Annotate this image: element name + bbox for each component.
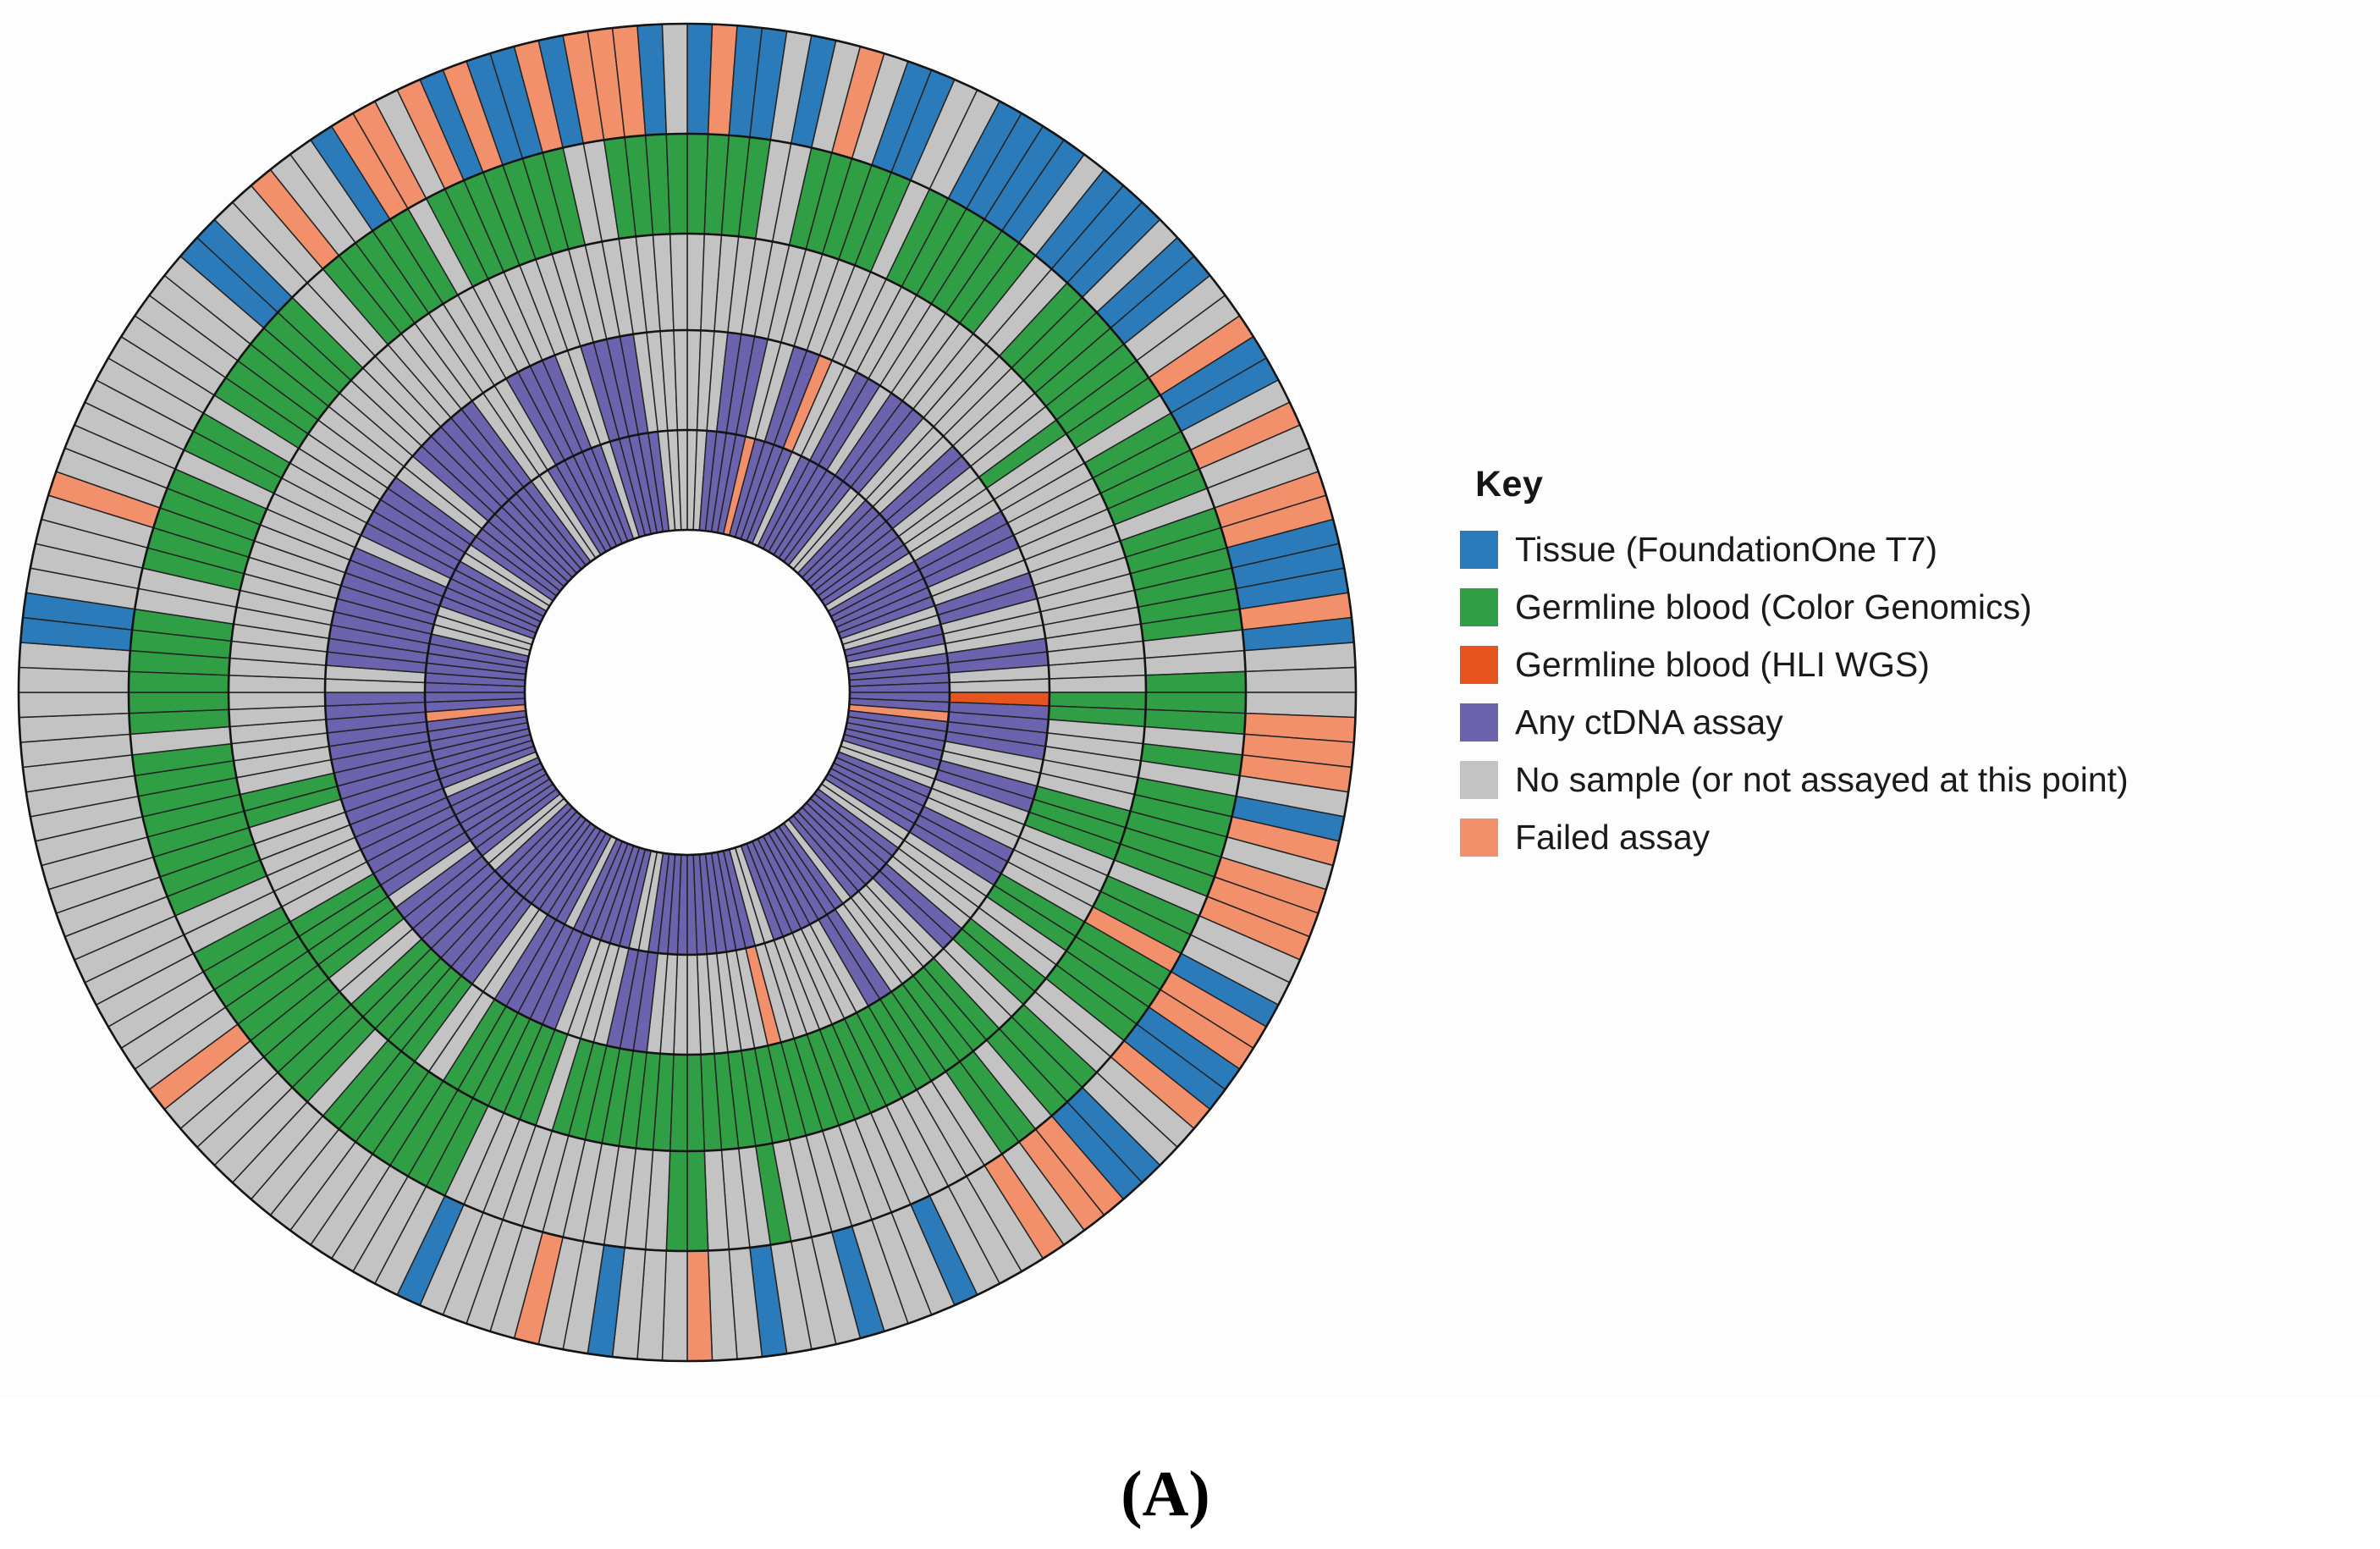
ring-boundary — [227, 232, 1148, 1153]
legend-item: Germline blood (Color Genomics) — [1460, 587, 2129, 626]
no-sample-swatch-icon — [1460, 761, 1498, 799]
legend-item: Tissue (FoundationOne T7) — [1460, 530, 2129, 569]
ring-boundary — [323, 328, 1051, 1056]
ring-boundary — [17, 22, 1358, 1363]
legend-item: Germline blood (HLI WGS) — [1460, 645, 2129, 684]
ring-segment — [1244, 666, 1357, 693]
failed-assay-swatch-icon — [1460, 819, 1498, 857]
legend-item-label: Germline blood (Color Genomics) — [1515, 587, 2032, 626]
ring-segment — [128, 692, 230, 714]
legend-item: Failed assay — [1460, 818, 2129, 857]
legend-item: No sample (or not assayed at this point) — [1460, 760, 2129, 799]
ring-segment — [1144, 670, 1247, 693]
ring-segment — [18, 692, 130, 719]
legend-item-label: Any ctDNA assay — [1515, 703, 1783, 741]
legend-item: Any ctDNA assay — [1460, 703, 2129, 741]
ring-segment — [686, 1249, 713, 1362]
tissue-swatch-icon — [1460, 531, 1498, 569]
legend-item-label: No sample (or not assayed at this point) — [1515, 760, 2129, 799]
ring-segment — [669, 233, 688, 332]
ring-segment — [686, 1053, 706, 1152]
ring-boundary — [127, 132, 1248, 1253]
ctdna-swatch-icon — [1460, 703, 1498, 741]
ring-segment — [228, 692, 327, 711]
ring-boundary — [523, 528, 851, 857]
ring-boundary — [423, 428, 951, 956]
ring-segment — [1048, 674, 1147, 693]
panel-label: (A) — [1121, 1458, 1210, 1530]
legend-item-label: Germline blood (HLI WGS) — [1515, 645, 1930, 684]
ring-segment — [665, 133, 688, 235]
legend-item-label: Failed assay — [1515, 818, 1711, 857]
legend-item-label: Tissue (FoundationOne T7) — [1515, 530, 1938, 569]
germline-color-genomics-swatch-icon — [1460, 588, 1498, 626]
germline-hli-wgs-swatch-icon — [1460, 646, 1498, 684]
legend-title: Key — [1475, 464, 1544, 504]
legend: Key Tissue (FoundationOne T7) Germline b… — [1460, 464, 2129, 876]
ring-segment — [686, 1149, 709, 1252]
ring-segment — [661, 23, 688, 135]
